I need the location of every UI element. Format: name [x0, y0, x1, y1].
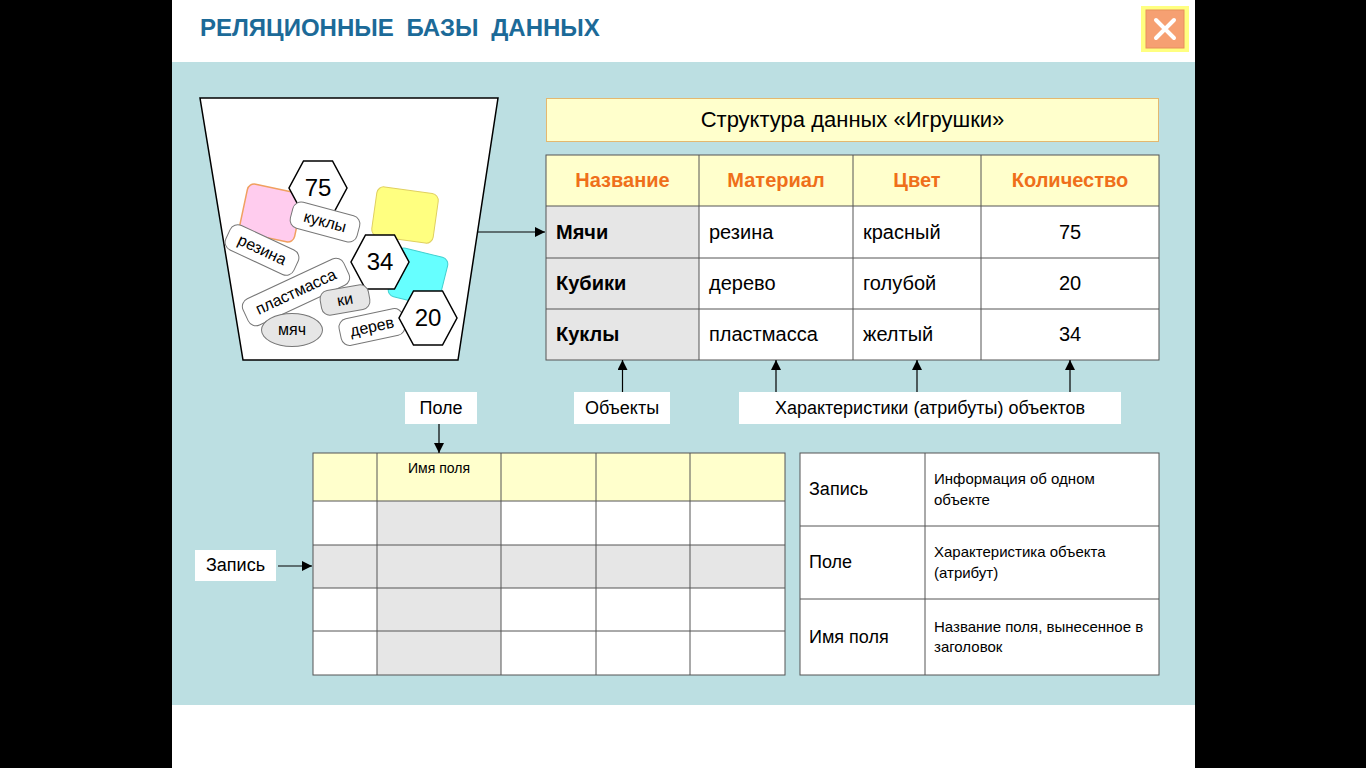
definition-grid: [800, 453, 1159, 675]
record-grid: [313, 453, 785, 675]
callout-box: Объекты: [574, 392, 670, 424]
node-text: Название: [575, 169, 669, 192]
structure-title: Структура данных «Игрушки»: [546, 98, 1159, 142]
bucket-illustration: [200, 98, 498, 360]
value-cell: резина: [699, 206, 853, 258]
value-cell: 75: [981, 206, 1159, 258]
node-text: Мячи: [556, 221, 608, 244]
close-button: [1141, 6, 1189, 52]
field-name-cell: Количество: [981, 155, 1159, 206]
field-name-cell: Имя поля: [377, 453, 501, 501]
connector-arrow: [916, 360, 917, 392]
panel: [172, 62, 1195, 705]
hexagon-shape: [351, 235, 409, 289]
value-cell: дерево: [699, 258, 853, 309]
node-text: Количество: [1012, 169, 1129, 192]
node-text: куклы: [302, 208, 348, 237]
node-text: Объекты: [585, 398, 659, 419]
field-name-cell: Название: [546, 155, 699, 206]
word-chip: резина: [222, 221, 303, 278]
term-cell: Запись: [800, 453, 925, 526]
node-text: голубой: [863, 272, 936, 295]
node-text: Характеристика объекта (атрибут): [934, 542, 1151, 583]
value-cell: 20: [981, 258, 1159, 309]
definition-cell: Информация об одном объекте: [925, 453, 1159, 526]
node-text: дерево: [709, 272, 776, 295]
field-name-cell: Материал: [699, 155, 853, 206]
callout-box: Запись: [195, 550, 276, 581]
node-text: 34: [1059, 323, 1081, 346]
leader-arrow: [478, 231, 545, 232]
node-text: Информация об одном объекте: [934, 469, 1151, 510]
definition-cell: Название поля, вынесенное в заголовок: [925, 599, 1159, 675]
node-text: красный: [863, 221, 941, 244]
node-text: Материал: [727, 169, 824, 192]
node-text: резина: [709, 221, 773, 244]
object-cell: Кубики: [546, 258, 699, 309]
node-text: Имя поля: [408, 460, 470, 476]
connector-arrow: [438, 424, 439, 453]
definition-cell: Характеристика объекта (атрибут): [925, 526, 1159, 599]
node-text: Название поля, вынесенное в заголовок: [934, 617, 1151, 658]
connector-arrow: [622, 360, 623, 392]
value-cell: красный: [853, 206, 981, 258]
number-chip: 34: [351, 235, 409, 289]
term-cell: Имя поля: [800, 599, 925, 675]
value-cell: голубой: [853, 258, 981, 309]
field-name-cell: Цвет: [853, 155, 981, 206]
value-cell: желтый: [853, 309, 981, 360]
node-text: Запись: [206, 555, 265, 576]
node-text: желтый: [863, 323, 933, 346]
node-text: 34: [367, 248, 394, 276]
node-text: 20: [1059, 272, 1081, 295]
node-text: дерев: [348, 314, 395, 341]
term-cell: Поле: [800, 526, 925, 599]
hexagon-shape: [399, 291, 457, 345]
node-text: Поле: [419, 398, 462, 419]
node-text: 75: [1059, 221, 1081, 244]
node-text: Кубики: [556, 272, 626, 295]
node-text: Поле: [809, 552, 852, 573]
node-text: Характеристики (атрибуты) объектов: [775, 398, 1085, 419]
node-text: 75: [305, 174, 332, 202]
connector-arrow: [1069, 360, 1070, 392]
leader-arrow: [278, 565, 312, 566]
slide-title: РЕЛЯЦИОННЫЕ БАЗЫ ДАННЫХ: [200, 14, 600, 42]
number-chip: 20: [399, 291, 457, 345]
object-cell: Мячи: [546, 206, 699, 258]
top-table-grid: [546, 155, 1159, 360]
slide: [172, 0, 1195, 768]
value-cell: 34: [981, 309, 1159, 360]
connector-arrow: [775, 360, 776, 392]
node-text: Цвет: [893, 169, 940, 192]
node-text: Куклы: [556, 323, 619, 346]
node-text: Запись: [809, 479, 868, 500]
node-text: ки: [336, 290, 355, 310]
callout-box: Характеристики (атрибуты) объектов: [739, 392, 1121, 424]
node-text: Имя поля: [809, 627, 889, 648]
node-text: мяч: [278, 321, 306, 339]
node-text: Структура данных «Игрушки»: [701, 107, 1005, 133]
object-cell: Куклы: [546, 309, 699, 360]
node-text: пластмасса: [709, 323, 818, 346]
word-chip: мяч: [261, 313, 323, 347]
value-cell: пластмасса: [699, 309, 853, 360]
node-text: 20: [415, 304, 442, 332]
callout-box: Поле: [405, 392, 477, 424]
node-text: резина: [235, 231, 289, 269]
